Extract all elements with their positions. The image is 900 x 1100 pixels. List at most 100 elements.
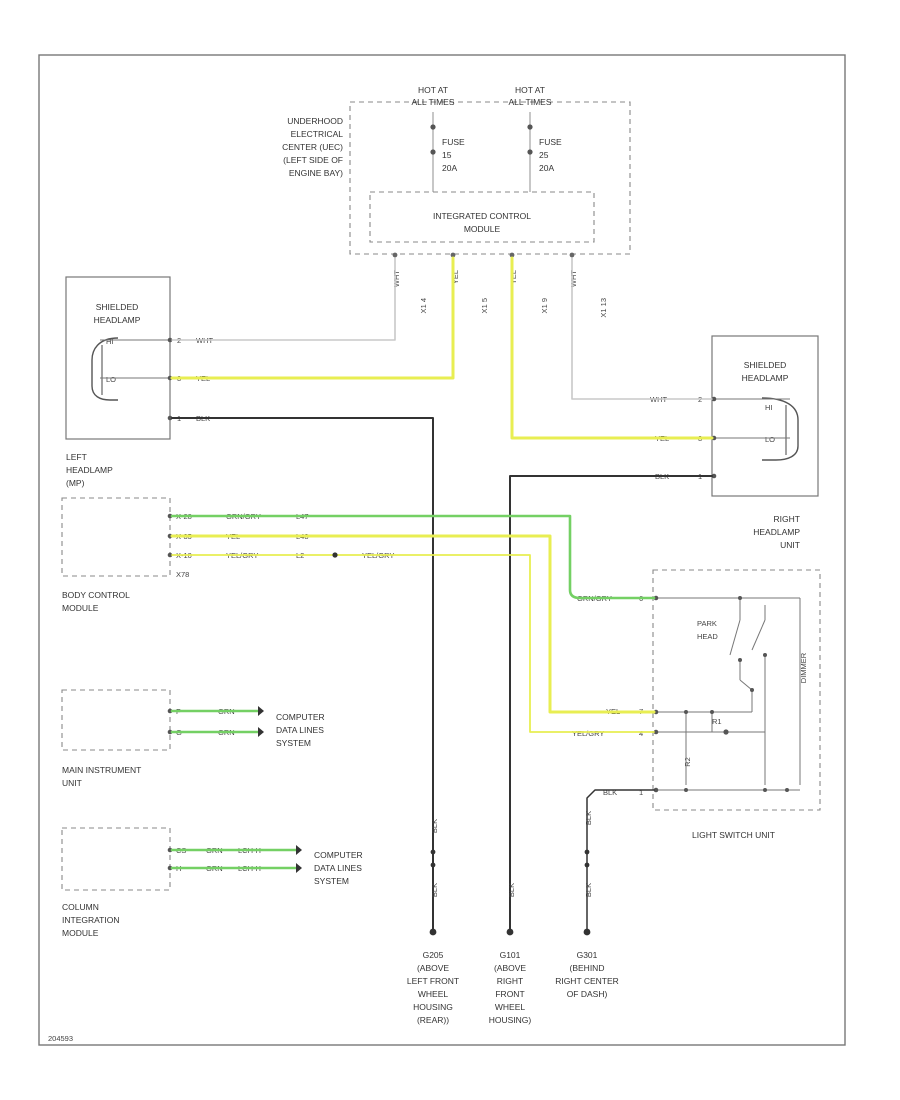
column-module: CS H GRN GRN LCH-H LCH-H COMPUTER DATA L…: [61, 827, 363, 938]
svg-text:G205: G205: [423, 950, 444, 960]
svg-text:BLK: BLK: [603, 788, 617, 797]
svg-text:G301: G301: [577, 950, 598, 960]
uec-box: HOT AT ALL TIMES HOT AT ALL TIMES UNDERH…: [282, 85, 631, 255]
svg-text:PARK: PARK: [697, 619, 717, 628]
fuse-header-left-1: HOT AT: [418, 85, 448, 95]
wire-endpoints: [258, 552, 338, 873]
icm-pin-4: X1 13: [599, 298, 608, 318]
fuse-header-right-2: ALL TIMES: [509, 97, 552, 107]
bcm-caption-2: MODULE: [62, 603, 99, 613]
wire-yel-switch: [170, 534, 656, 714]
right-headlamp-inner-2: HEADLAMP: [742, 373, 789, 383]
svg-text:BLK: BLK: [584, 811, 593, 825]
svg-text:OF DASH): OF DASH): [567, 989, 608, 999]
icm-wire-1: WHT: [392, 270, 401, 287]
svg-text:20A: 20A: [539, 163, 554, 173]
svg-text:HOUSING): HOUSING): [489, 1015, 532, 1025]
svg-text:WHEEL: WHEEL: [495, 1002, 526, 1012]
svg-text:25: 25: [539, 150, 549, 160]
svg-text:SYSTEM: SYSTEM: [314, 876, 349, 886]
left-headlamp-inner-2: HEADLAMP: [94, 315, 141, 325]
svg-text:HOUSING: HOUSING: [413, 1002, 453, 1012]
uec-label-5: ENGINE BAY): [289, 168, 343, 178]
instrument-unit: F G GRN GRN COMPUTER DATA LINES SYSTEM M…: [61, 689, 325, 788]
svg-text:DATA LINES: DATA LINES: [314, 863, 362, 873]
icm-pin-1: X1 4: [419, 298, 428, 313]
wire-blk-right: [509, 475, 713, 931]
svg-text:R2: R2: [683, 757, 692, 767]
left-headlamp-caption-1: LEFT: [66, 452, 87, 462]
svg-text:FUSE: FUSE: [539, 137, 562, 147]
uec-label-2: ELECTRICAL: [291, 129, 344, 139]
left-headlamp-caption-2: HEADLAMP: [66, 465, 113, 475]
svg-text:HI: HI: [765, 403, 773, 412]
right-headlamp: SHIELDED HEADLAMP HI LO RIGHT HEADLAMP U…: [711, 335, 819, 550]
svg-text:1: 1: [639, 788, 643, 797]
svg-text:BLK: BLK: [430, 819, 439, 833]
left-headlamp-caption-3: (MP): [66, 478, 85, 488]
wire-blk-switch: [586, 789, 655, 931]
ground-g205: BLK BLK G205 (ABOVE LEFT FRONT WHEEL HOU…: [407, 819, 459, 1025]
icm-label-1: INTEGRATED CONTROL: [433, 211, 531, 221]
ground-g301: BLK BLK G301 (BEHIND RIGHT CENTER OF DAS…: [555, 811, 619, 999]
svg-text:COMPUTER: COMPUTER: [276, 712, 325, 722]
right-headlamp-caption-1: RIGHT: [774, 514, 800, 524]
instrument-caption-1: MAIN INSTRUMENT: [62, 765, 141, 775]
svg-text:LEFT FRONT: LEFT FRONT: [407, 976, 459, 986]
svg-text:15: 15: [442, 150, 452, 160]
svg-text:(ABOVE: (ABOVE: [417, 963, 449, 973]
wire-wht-left: [171, 257, 396, 341]
svg-text:LO: LO: [106, 375, 116, 384]
svg-text:FRONT: FRONT: [495, 989, 524, 999]
svg-text:BLK: BLK: [584, 883, 593, 897]
ground-g101: BLK G101 (ABOVE RIGHT FRONT WHEEL HOUSIN…: [489, 883, 532, 1025]
wire-blk-left: [171, 417, 434, 931]
svg-text:HEAD: HEAD: [697, 632, 718, 641]
wire-grngry: [170, 514, 656, 600]
svg-text:SYSTEM: SYSTEM: [276, 738, 311, 748]
light-switch-caption: LIGHT SWITCH UNIT: [692, 830, 775, 840]
svg-text:X78: X78: [176, 570, 189, 579]
light-switch-unit: LIGHT SWITCH UNIT PARK HEAD DIMMER R1 R2…: [572, 569, 821, 840]
svg-text:G101: G101: [500, 950, 521, 960]
svg-text:(ABOVE: (ABOVE: [494, 963, 526, 973]
instrument-caption-2: UNIT: [62, 778, 82, 788]
wire-yel-left: [170, 256, 455, 380]
svg-text:YEL/GRY: YEL/GRY: [572, 729, 604, 738]
figure-id: 204593: [48, 1034, 73, 1043]
svg-text:(REAR)): (REAR)): [417, 1015, 449, 1025]
icm-pins: WHT X1 4 YEL X1 5 YEL X1 9 WHT X1 13: [392, 252, 608, 318]
fuse-left: FUSE 15 20A: [430, 112, 465, 192]
fuse-header-right-1: HOT AT: [515, 85, 545, 95]
column-caption-1: COLUMN: [62, 902, 99, 912]
right-headlamp-caption-3: UNIT: [780, 540, 800, 550]
right-headlamp-inner-1: SHIELDED: [744, 360, 787, 370]
fuse-right: FUSE 25 20A: [527, 112, 562, 192]
wire-yelgry: [171, 554, 655, 733]
svg-text:COMPUTER: COMPUTER: [314, 850, 363, 860]
svg-text:R1: R1: [712, 717, 722, 726]
svg-text:BLK: BLK: [507, 883, 516, 897]
fuse-header-left-2: ALL TIMES: [412, 97, 455, 107]
uec-label-1: UNDERHOOD: [287, 116, 343, 126]
svg-text:DATA LINES: DATA LINES: [276, 725, 324, 735]
diagram-frame: [38, 54, 846, 1046]
icm-pin-2: X1 5: [480, 298, 489, 313]
left-headlamp: SHIELDED HEADLAMP HI LO LEFT HEADLAMP (M…: [65, 276, 173, 488]
column-caption-2: INTEGRATION: [62, 915, 119, 925]
icm-label-2: MODULE: [464, 224, 501, 234]
svg-text:WHEEL: WHEEL: [418, 989, 449, 999]
left-headlamp-inner-1: SHIELDED: [96, 302, 139, 312]
svg-text:BLK: BLK: [430, 883, 439, 897]
wires: [170, 256, 714, 931]
svg-text:20A: 20A: [442, 163, 457, 173]
icm-wire-4: WHT: [569, 270, 578, 287]
svg-text:4: 4: [639, 729, 643, 738]
wire-wht-right: [571, 257, 713, 400]
uec-label-3: CENTER (UEC): [282, 142, 343, 152]
svg-text:HI: HI: [106, 337, 114, 346]
svg-text:FUSE: FUSE: [442, 137, 465, 147]
svg-text:RIGHT: RIGHT: [497, 976, 523, 986]
right-headlamp-caption-2: HEADLAMP: [753, 527, 800, 537]
